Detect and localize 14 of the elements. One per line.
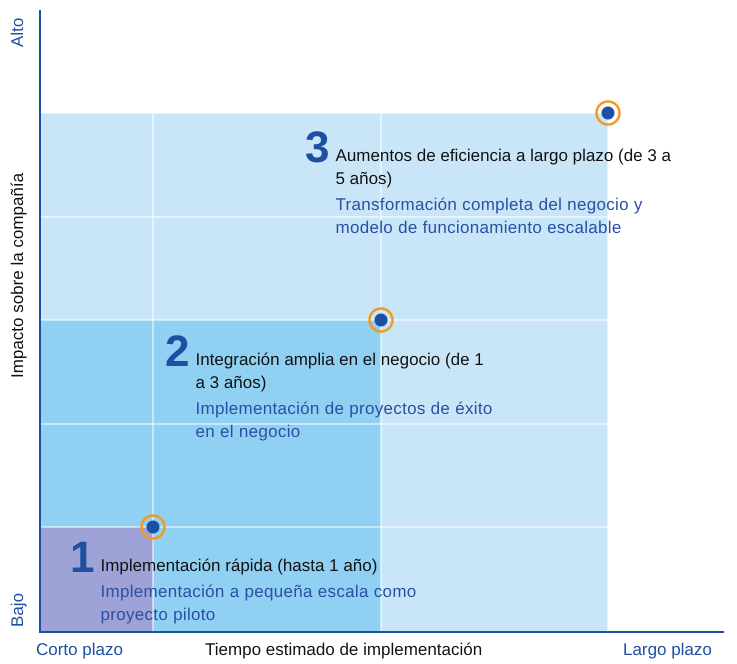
step-number: 2	[165, 332, 190, 372]
phase-heading: Integración amplia en el negocio (de 1 a 3 años)	[195, 349, 485, 394]
phase-description: Transformación completa del negocio y modelo de funcionamiento escalable	[335, 194, 644, 239]
step-number: 3	[305, 128, 330, 168]
axis-title: Impacto sobre la compañía	[8, 171, 28, 380]
step-number: 1	[70, 538, 94, 578]
axis-title: Tiempo estimado de implementación	[205, 640, 482, 660]
phase-description: Implementación de proyectos de éxito en el negocio	[195, 398, 494, 443]
axis-end-label: Largo plazo	[623, 640, 712, 660]
axis-end-label: Alto	[8, 16, 28, 50]
phase-heading: Implementación rápida (hasta 1 año)	[100, 555, 378, 577]
axis-end-label: Corto plazo	[36, 640, 123, 660]
phase-heading: Aumentos de eficiencia a largo plazo (de 3 a 5 años)	[335, 145, 672, 190]
axis-end-label: Bajo	[8, 592, 28, 630]
